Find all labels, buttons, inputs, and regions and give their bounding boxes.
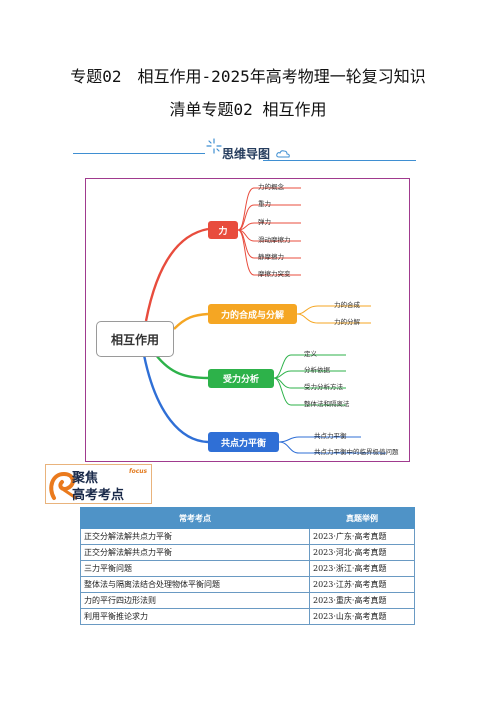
focus-logo-line-2: 高考考点: [72, 488, 125, 503]
table-row: 整体法与隔离法结合处理物体平衡问题 2023·江苏·高考真题: [80, 576, 415, 593]
table-row: 正交分解法解共点力平衡 2023·广东·高考真题: [80, 528, 415, 545]
leaf-analysis-method: 受力分析方法: [304, 383, 343, 391]
header-exam-examples: 真题举例: [309, 507, 415, 529]
table-row: 力的平行四边形法则 2023·重庆·高考真题: [80, 592, 415, 609]
leaf-friction-change: 摩擦力突变: [258, 270, 291, 278]
table-cell-point: 三力平衡问题: [80, 560, 310, 577]
document-title-line-1: 专题02 相互作用-2025年高考物理一轮复习知识: [70, 67, 426, 86]
table-cell-point: 力的平行四边形法则: [80, 592, 310, 609]
leaf-critical-extremum: 共点力平衡中的临界极值问题: [314, 448, 399, 456]
table-cell-example: 2023·广东·高考真题: [309, 528, 415, 545]
mindmap: 相互作用 力 力的概念 重力 弹力 滑动摩擦力 静摩擦力 摩擦力突变 力的合成与…: [85, 178, 410, 462]
table-cell-example: 2023·河北·高考真题: [309, 544, 415, 561]
leaf-whole-isolation: 整体法和隔离法: [304, 400, 350, 408]
focus-exam-logo: 聚焦 focus 高考考点: [45, 464, 152, 504]
header-common-points: 常考考点: [80, 507, 310, 529]
leaf-elastic-force: 弹力: [258, 218, 271, 226]
table-row: 正交分解法解共点力平衡 2023·河北·高考真题: [80, 544, 415, 561]
branch-force-analysis: 受力分析: [208, 369, 274, 388]
mindmap-center-node: 相互作用: [96, 321, 174, 357]
table-cell-example: 2023·重庆·高考真题: [309, 592, 415, 609]
leaf-force-decomposition: 力的分解: [334, 318, 360, 326]
table-cell-point: 正交分解法解共点力平衡: [80, 544, 310, 561]
leaf-force-concept: 力的概念: [258, 183, 284, 191]
table-cell-example: 2023·山东·高考真题: [309, 608, 415, 625]
focus-logo-tag: focus: [129, 468, 148, 475]
branch-equilibrium: 共点力平衡: [208, 432, 279, 452]
table-row: 三力平衡问题 2023·浙江·高考真题: [80, 560, 415, 577]
leaf-concurrent-equilibrium: 共点力平衡: [314, 432, 347, 440]
table-cell-example: 2023·江苏·高考真题: [309, 576, 415, 593]
leaf-gravity: 重力: [258, 200, 271, 208]
table-cell-example: 2023·浙江·高考真题: [309, 560, 415, 577]
exam-points-table: 常考考点 真题举例 正交分解法解共点力平衡 2023·广东·高考真题 正交分解法…: [80, 507, 415, 625]
table-cell-point: 利用平衡推论求力: [80, 608, 310, 625]
focus-logo-line-1: 聚焦: [72, 471, 99, 486]
table-cell-point: 整体法与隔离法结合处理物体平衡问题: [80, 576, 310, 593]
document-title-line-2: 清单专题02 相互作用: [169, 100, 327, 119]
branch-composition: 力的合成与分解: [208, 304, 297, 324]
mindmap-banner-label: 思维导图: [222, 147, 271, 161]
leaf-sliding-friction: 滑动摩擦力: [258, 236, 291, 244]
branch-force: 力: [208, 221, 238, 239]
cloud-icon: [276, 150, 290, 158]
table-cell-point: 正交分解法解共点力平衡: [80, 528, 310, 545]
sparkle-icon: [206, 138, 222, 154]
table-header-row: 常考考点 真题举例: [80, 507, 415, 529]
leaf-analysis-basis: 分析依据: [304, 366, 330, 374]
leaf-definition: 定义: [304, 350, 317, 358]
mindmap-connectors: [142, 187, 386, 454]
mindmap-banner: 思维导图: [73, 137, 416, 167]
swoosh-icon: [49, 471, 78, 500]
table-row: 利用平衡推论求力 2023·山东·高考真题: [80, 608, 415, 625]
leaf-force-composition: 力的合成: [334, 301, 360, 309]
leaf-static-friction: 静摩擦力: [258, 253, 284, 261]
